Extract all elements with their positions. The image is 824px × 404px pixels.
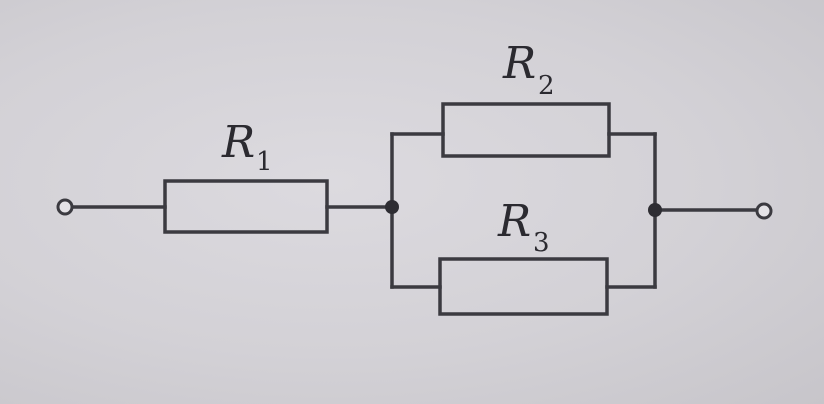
label-r1: R 1 xyxy=(221,117,273,177)
junction-node-left xyxy=(385,200,399,214)
label-r2: R 2 xyxy=(502,38,555,101)
terminal-right xyxy=(755,202,773,220)
label-r1-letter: R xyxy=(221,117,255,168)
resistor-r3 xyxy=(438,257,609,316)
label-r2-letter: R xyxy=(502,38,536,89)
terminal-left xyxy=(56,198,74,216)
label-r3-subscript: 3 xyxy=(533,228,550,258)
label-r3: R 3 xyxy=(497,196,550,258)
label-r3-letter: R xyxy=(497,196,531,247)
resistor-r2 xyxy=(441,102,611,158)
label-r1-subscript: 1 xyxy=(256,147,273,177)
junction-node-right xyxy=(648,203,662,217)
label-r2-subscript: 2 xyxy=(538,71,555,101)
resistor-r1 xyxy=(163,179,329,234)
